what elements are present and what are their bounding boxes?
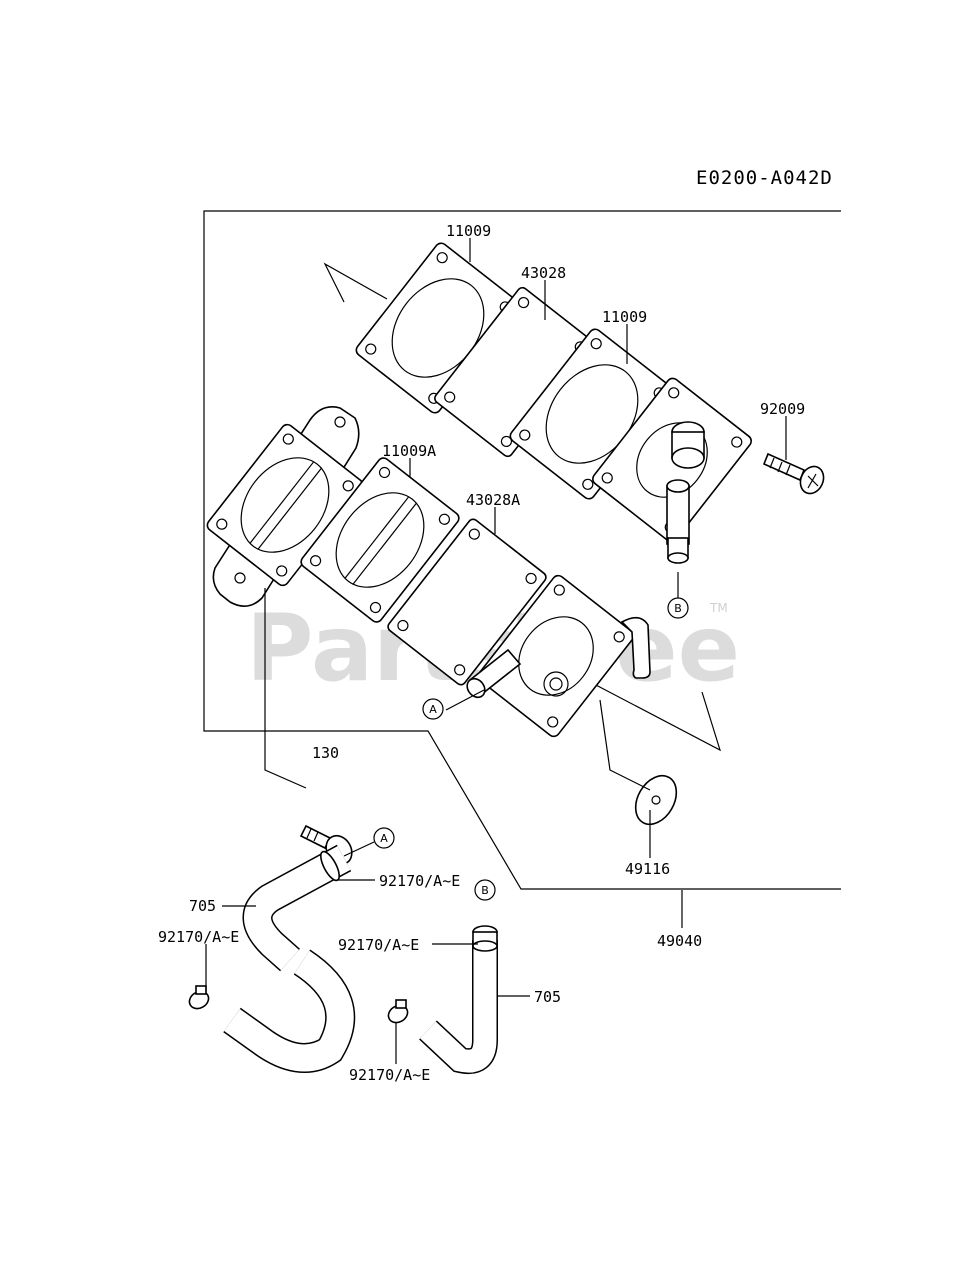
leader-lines [205,238,787,1064]
label-49116: 49116 [625,860,670,878]
pump-base [466,574,651,738]
view-arrow-bottom [593,683,722,752]
label-43028: 43028 [521,264,566,282]
hose-705-right [419,925,498,1074]
gasket-11009-mid [509,328,675,500]
label-92009: 92009 [760,400,805,418]
pump-body [206,406,364,607]
label-92170-bottom: 92170/A~E [349,1066,430,1084]
watermark-trademark: TM [709,601,728,615]
pump-cover [592,377,752,564]
svg-text:A: A [429,703,437,716]
washer-49116 [634,774,678,826]
assembly-frame [203,210,841,890]
label-92170-right: 92170/A~E [338,936,419,954]
screw-92009 [762,452,825,495]
svg-text:B: B [481,884,489,897]
ref-circle-a-lower: A [373,827,395,849]
view-arrow-top [323,262,388,303]
ref-circle-b-lower: B [474,879,496,901]
label-43028A: 43028A [466,491,520,509]
gasket-11009A [300,457,460,623]
diagram-code: E0200-A042D [696,167,833,189]
clamp-left-loose [188,985,210,1010]
label-11009-top: 11009 [446,222,491,240]
label-130: 130 [312,744,339,762]
label-705-left: 705 [189,897,216,915]
ref-circle-b-upper: B [667,597,689,619]
label-49040: 49040 [657,932,702,950]
diaphragm-43028A [387,518,547,686]
label-92170-left: 92170/A~E [158,928,239,946]
label-705-right: 705 [534,988,561,1006]
svg-text:B: B [674,602,682,615]
svg-text:A: A [380,832,388,845]
hose-705-left [223,844,356,1073]
ref-circle-a-upper: A [422,698,444,720]
label-92170-upper: 92170/A~E [379,872,460,890]
label-11009-mid: 11009 [602,308,647,326]
clamp-right-loose [387,999,409,1024]
label-11009A: 11009A [382,442,436,460]
